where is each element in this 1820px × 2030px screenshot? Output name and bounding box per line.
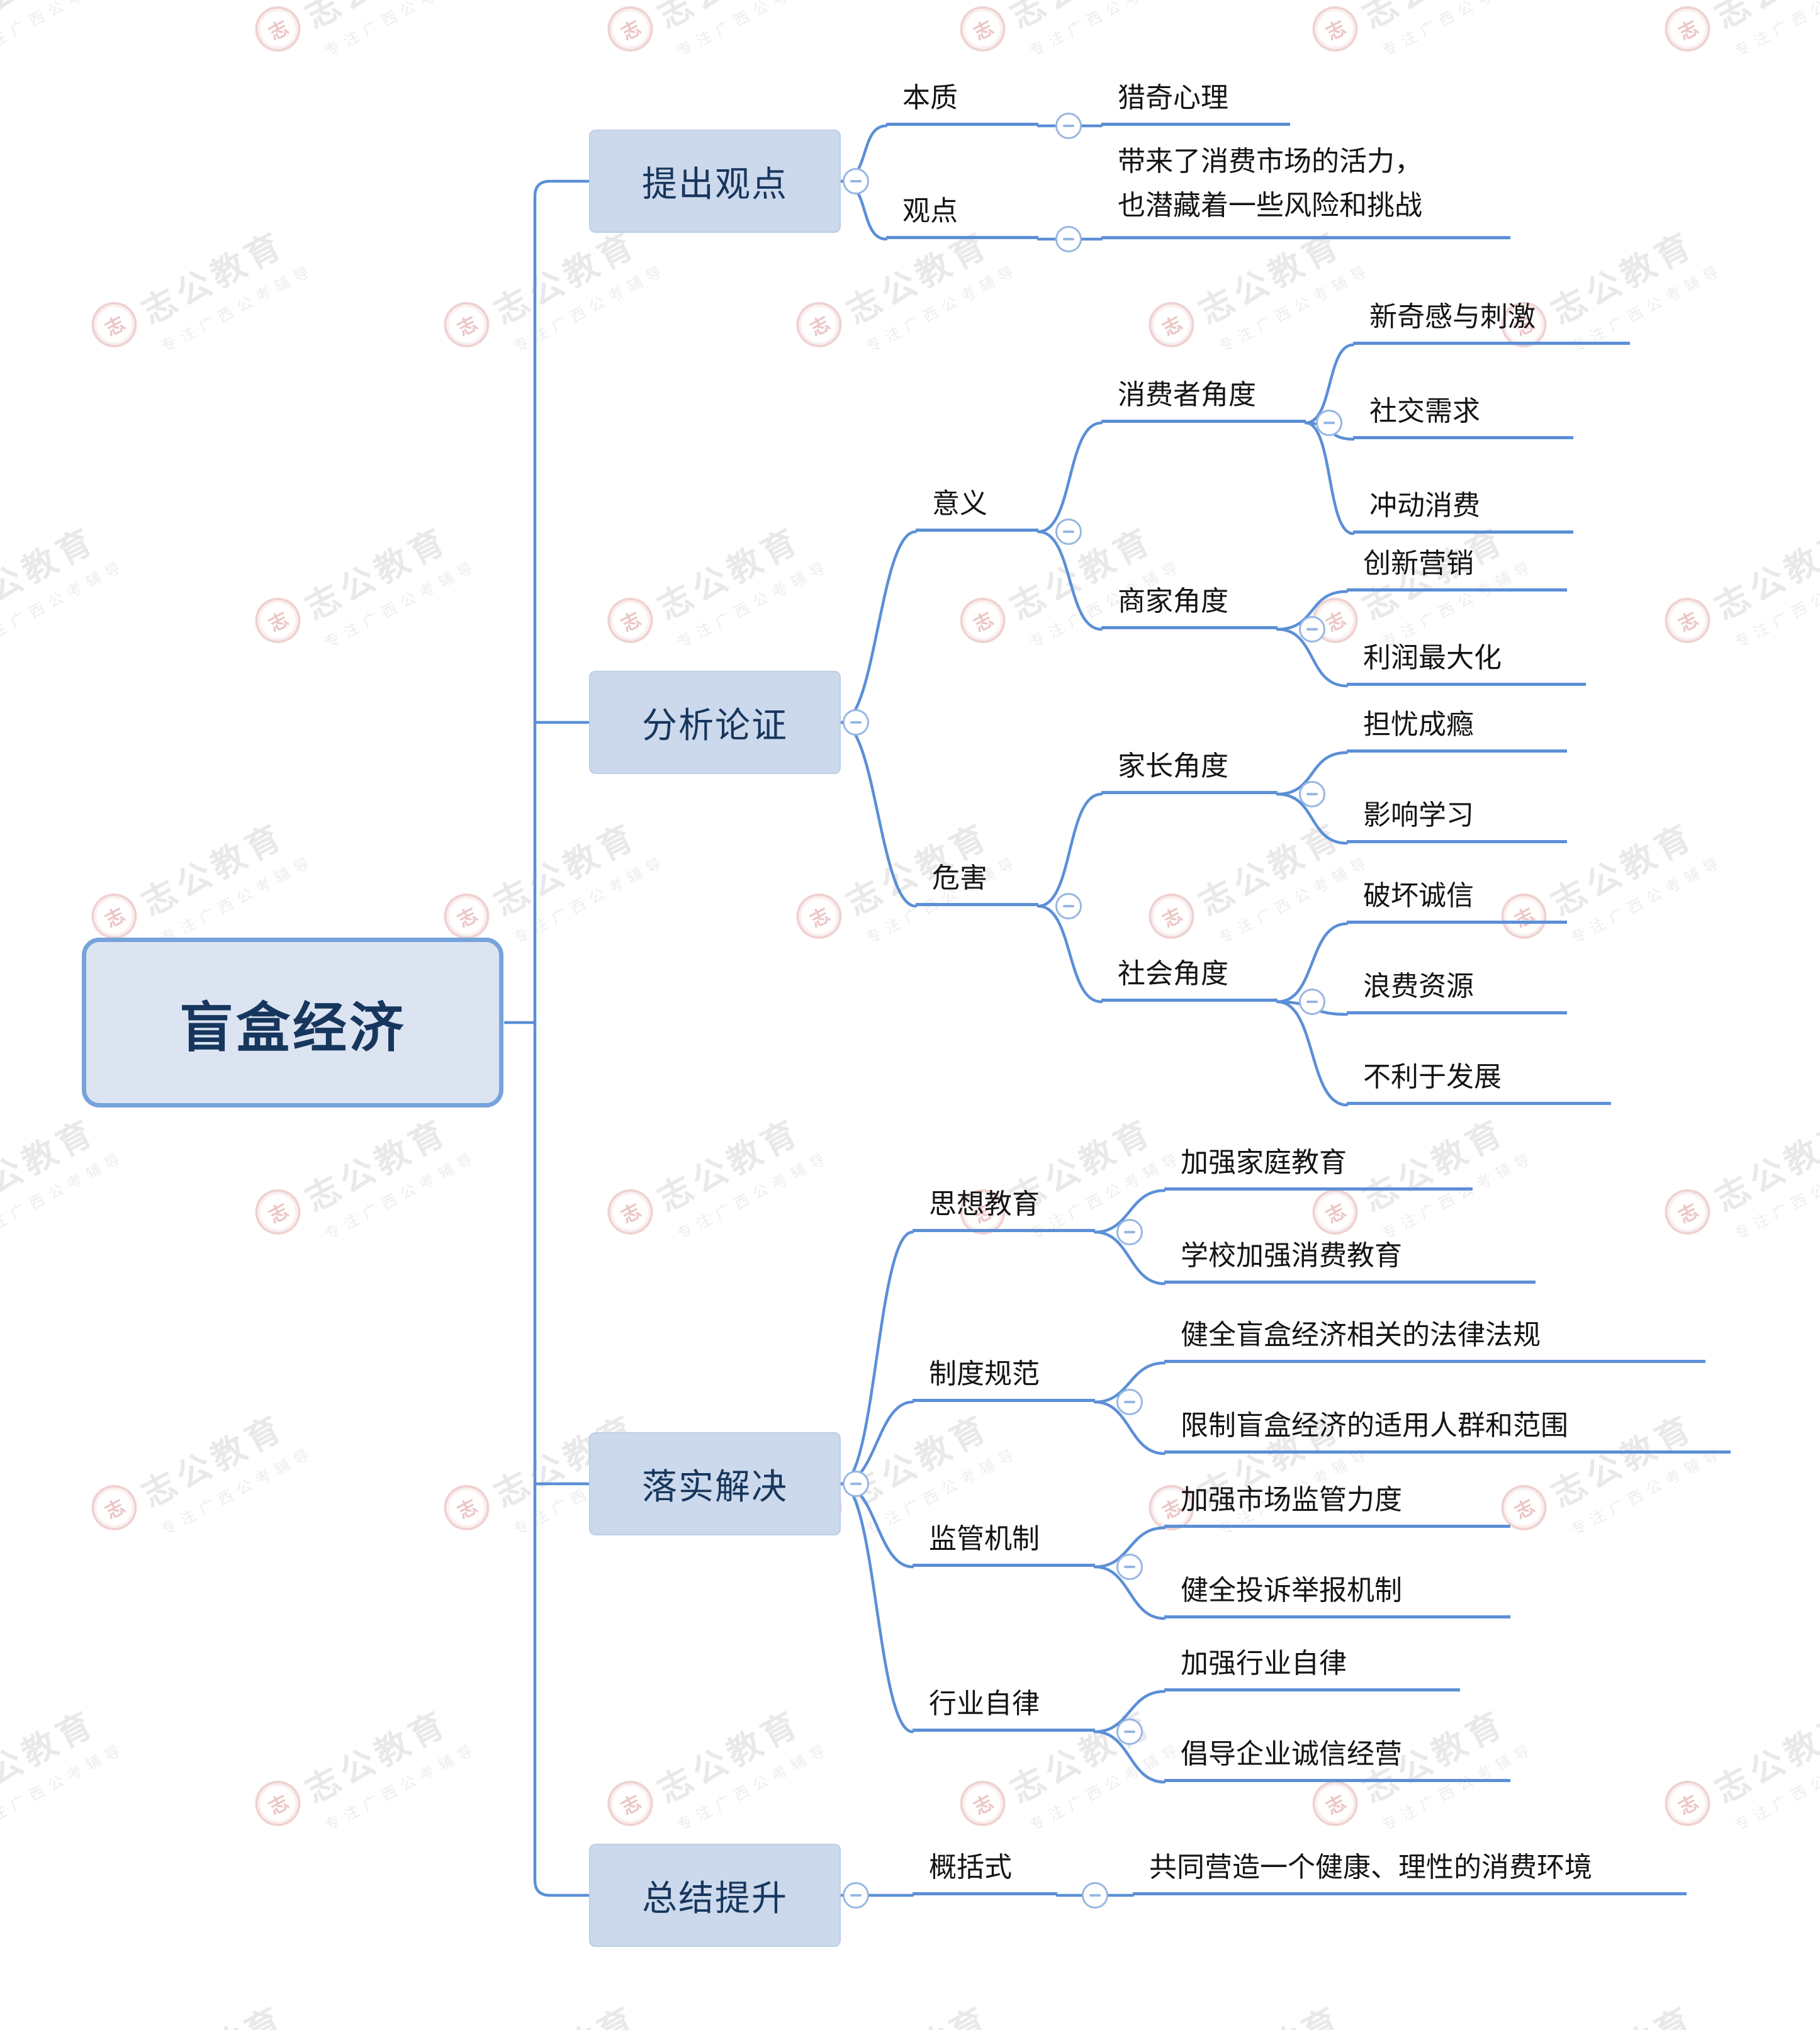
node-harms[interactable]: 危害 [916, 861, 1038, 906]
branch-analysis[interactable]: 分析论证 [589, 671, 841, 774]
collapse-icon[interactable] [1316, 410, 1342, 436]
node-waste-resources[interactable]: 浪费资源 [1347, 969, 1567, 1014]
collapse-icon[interactable] [843, 1471, 869, 1497]
node-marketing-innovation[interactable]: 创新营销 [1347, 546, 1567, 592]
node-parent-angle[interactable]: 家长角度 [1101, 749, 1278, 794]
branch-label: 提出观点 [642, 164, 788, 204]
node-hinder-development[interactable]: 不利于发展 [1347, 1060, 1611, 1105]
branch-summary[interactable]: 总结提升 [589, 1844, 841, 1947]
collapse-icon[interactable] [1116, 1219, 1143, 1245]
node-complaint-mechanism[interactable]: 健全投诉举报机制 [1164, 1573, 1510, 1618]
collapse-icon[interactable] [1299, 989, 1325, 1015]
node-damage-integrity[interactable]: 破坏诚信 [1347, 878, 1567, 924]
collapse-icon[interactable] [1055, 519, 1082, 545]
branch-label: 分析论证 [642, 705, 788, 745]
collapse-icon[interactable] [843, 709, 869, 736]
root-topic-label: 盲盒经济 [179, 997, 406, 1058]
node-novelty-stimulus[interactable]: 新奇感与刺激 [1353, 300, 1630, 345]
node-curiosity-psychology[interactable]: 猎奇心理 [1101, 81, 1290, 126]
node-conclusion[interactable]: 共同营造一个健康、理性的消费环境 [1133, 1850, 1687, 1895]
collapse-icon[interactable] [1116, 1719, 1143, 1745]
node-limit-scope[interactable]: 限制盲盒经济的适用人群和范围 [1164, 1408, 1731, 1454]
node-industry-self-discipline[interactable]: 行业自律 [913, 1686, 1095, 1732]
collapse-icon[interactable] [1082, 1882, 1108, 1909]
node-social-need[interactable]: 社交需求 [1353, 394, 1573, 439]
node-market-supervision[interactable]: 加强市场监管力度 [1164, 1483, 1510, 1528]
branch-solutions[interactable]: 落实解决 [589, 1432, 841, 1535]
node-family-education[interactable]: 加强家庭教育 [1164, 1145, 1473, 1191]
node-essence[interactable]: 本质 [886, 81, 1038, 126]
node-school-consumer-education[interactable]: 学校加强消费教育 [1164, 1238, 1536, 1284]
node-affect-study[interactable]: 影响学习 [1347, 798, 1567, 843]
node-integrity-operation[interactable]: 倡导企业诚信经营 [1164, 1737, 1510, 1782]
node-profit-maximization[interactable]: 利润最大化 [1347, 641, 1586, 686]
collapse-icon[interactable] [843, 1882, 869, 1909]
node-ideological-education[interactable]: 思想教育 [913, 1187, 1095, 1232]
node-impulse-buying[interactable]: 冲动消费 [1353, 488, 1573, 534]
node-society-angle[interactable]: 社会角度 [1101, 956, 1278, 1002]
node-consumer-angle[interactable]: 消费者角度 [1101, 378, 1306, 423]
collapse-icon[interactable] [843, 168, 869, 194]
node-summary-style[interactable]: 概括式 [913, 1850, 1057, 1895]
node-merchant-angle[interactable]: 商家角度 [1101, 584, 1278, 629]
node-regulation-mechanism[interactable]: 监管机制 [913, 1522, 1095, 1567]
node-strengthen-self-discipline[interactable]: 加强行业自律 [1164, 1646, 1460, 1691]
collapse-icon[interactable] [1299, 781, 1325, 807]
branch-label: 总结提升 [642, 1878, 788, 1918]
root-topic[interactable]: 盲盒经济 [82, 938, 503, 1108]
node-viewpoint-detail[interactable]: 带来了消费市场的活力， 也潜藏着一些风险和挑战 [1101, 140, 1510, 239]
node-institutional-norms[interactable]: 制度规范 [913, 1357, 1095, 1402]
node-significance[interactable]: 意义 [916, 486, 1038, 532]
node-improve-laws[interactable]: 健全盲盒经济相关的法律法规 [1164, 1318, 1705, 1363]
collapse-icon[interactable] [1055, 226, 1082, 252]
collapse-icon[interactable] [1299, 616, 1325, 642]
node-viewpoint[interactable]: 观点 [886, 194, 1038, 239]
collapse-icon[interactable] [1055, 113, 1082, 139]
collapse-icon[interactable] [1116, 1554, 1143, 1580]
collapse-icon[interactable] [1116, 1389, 1143, 1415]
branch-label: 落实解决 [642, 1466, 788, 1506]
branch-propose-viewpoint[interactable]: 提出观点 [589, 130, 841, 233]
node-addiction-worry[interactable]: 担忧成瘾 [1347, 707, 1567, 753]
collapse-icon[interactable] [1055, 893, 1082, 919]
